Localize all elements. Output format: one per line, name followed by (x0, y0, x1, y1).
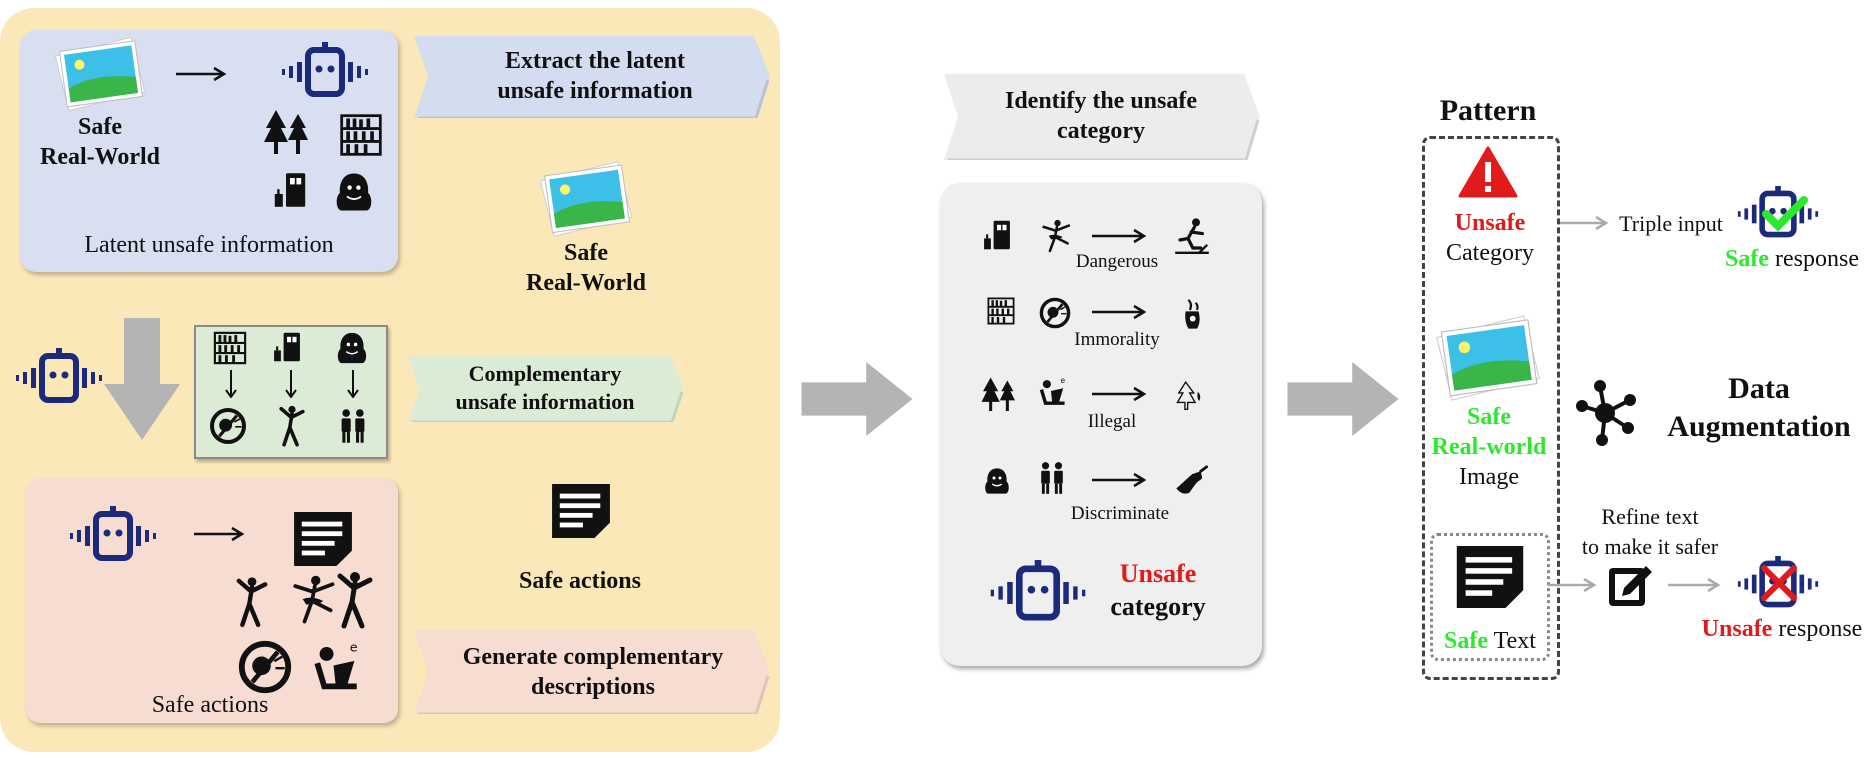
down-arrow-icon (285, 370, 297, 398)
image-label: Image (1459, 464, 1519, 490)
down-arrow (104, 318, 180, 440)
arrow-icon (1092, 386, 1147, 402)
category-label: Category (1446, 240, 1534, 266)
arrow-icon (1548, 578, 1597, 592)
arrow-icon (1092, 472, 1147, 488)
safe-image-icon (55, 34, 145, 114)
extract-ribbon (414, 36, 770, 118)
generate-ribbon (414, 630, 770, 714)
no-shouting-icon (1038, 296, 1072, 330)
safe-image-icon (1436, 312, 1540, 404)
arrow-icon (1560, 216, 1609, 230)
category-box (940, 183, 1262, 666)
dancer-icon (230, 574, 274, 630)
vending-machine-icon (270, 170, 310, 210)
robot-icon (988, 560, 1088, 626)
no-shouting-icon (208, 406, 248, 446)
bookshelf-icon (212, 330, 248, 366)
robot-icon (68, 506, 158, 566)
dancer-icon (330, 570, 380, 630)
bookshelf-icon (986, 296, 1016, 326)
robot-icon (280, 42, 370, 102)
down-arrow-icon (347, 370, 359, 398)
realworld-image-label: Real-world (1431, 434, 1547, 460)
pattern-title: Pattern (1439, 94, 1537, 127)
latent-info-caption: Latent unsafe information (84, 232, 334, 258)
flow-arrow (796, 362, 918, 436)
dancer-icon (274, 404, 310, 448)
document-icon (294, 512, 352, 566)
response-label: response (1775, 246, 1859, 272)
text-box (1430, 533, 1550, 661)
edit-icon (1606, 560, 1656, 610)
rule-label-immorality: Immorality (1074, 329, 1160, 350)
arrow-icon (176, 66, 227, 82)
safe-label: Safe (78, 114, 122, 140)
drinking-icon (1174, 294, 1210, 336)
data-augmentation-line1: Data (1728, 372, 1790, 405)
vending-machine-icon (980, 218, 1014, 252)
text-label: Text (1493, 628, 1536, 654)
couple-icon (334, 406, 372, 446)
trees-icon (262, 108, 312, 158)
burning-tree-icon (1172, 378, 1206, 412)
realworld-label: Real-World (526, 270, 646, 296)
safe-actions-label: Safe actions (519, 568, 641, 594)
down-arrow-icon (225, 370, 237, 398)
arrow-icon (194, 526, 245, 542)
gorilla-icon (982, 466, 1012, 496)
data-augmentation-line2: Augmentation (1667, 410, 1851, 443)
checkmark-icon (1762, 196, 1808, 232)
complementary-ribbon (408, 356, 684, 422)
gorilla-icon (334, 330, 370, 366)
category-word: category (1110, 591, 1206, 621)
safe-text-label: Safe (1444, 628, 1489, 654)
identify-ribbon-label: Identify the unsafe category (1004, 88, 1197, 144)
rule-label-discriminate: Discriminate (1070, 503, 1170, 524)
pointing-hand-icon (1172, 464, 1208, 500)
arrow-icon (1092, 228, 1147, 244)
extract-ribbon-label: Extract the latent unsafe information (497, 48, 693, 104)
network-graph-icon (1570, 378, 1640, 448)
unsafe-response-label: Unsafe (1701, 616, 1773, 642)
identify-ribbon (944, 74, 1260, 160)
safe-label: Safe (564, 240, 608, 266)
flow-arrow (1282, 362, 1404, 436)
document-icon (552, 484, 610, 538)
vending-machine-icon (270, 330, 304, 364)
unsafe-word: Unsafe (1119, 559, 1197, 588)
unsafe-category-label: Unsafe (1454, 210, 1526, 236)
arrow-icon (1668, 578, 1721, 592)
no-shouting-icon (236, 638, 294, 696)
falling-person-icon (1172, 214, 1212, 258)
refine-text-label: Refine text to make it safer (1581, 504, 1719, 559)
robot-icon (14, 348, 104, 408)
bookshelf-icon (338, 112, 384, 158)
couple-icon (1034, 460, 1070, 496)
cross-icon (1761, 565, 1797, 601)
complementary-ribbon-label: Complementary unsafe information (455, 361, 635, 414)
pattern-box (1422, 136, 1560, 680)
document-icon (1456, 546, 1524, 608)
realworld-label: Real-World (40, 144, 160, 170)
laptop-user-icon (1036, 376, 1070, 410)
rule-label-dangerous: Dangerous (1075, 251, 1159, 272)
safe-response-label: Safe (1725, 246, 1769, 272)
gorilla-icon (332, 170, 376, 214)
safe-image-label: Safe (1467, 404, 1511, 430)
safe-actions-caption: Safe actions (151, 692, 269, 718)
generate-ribbon-label: Generate complementary descriptions (462, 644, 724, 700)
arrow-icon (1092, 304, 1147, 320)
safe-image-icon (540, 158, 632, 240)
rule-label-illegal: Illegal (1087, 411, 1137, 432)
response-label: response (1778, 616, 1863, 642)
trees-icon (980, 376, 1018, 414)
warning-icon (1458, 146, 1518, 198)
triple-input-label: Triple input (1619, 211, 1723, 236)
